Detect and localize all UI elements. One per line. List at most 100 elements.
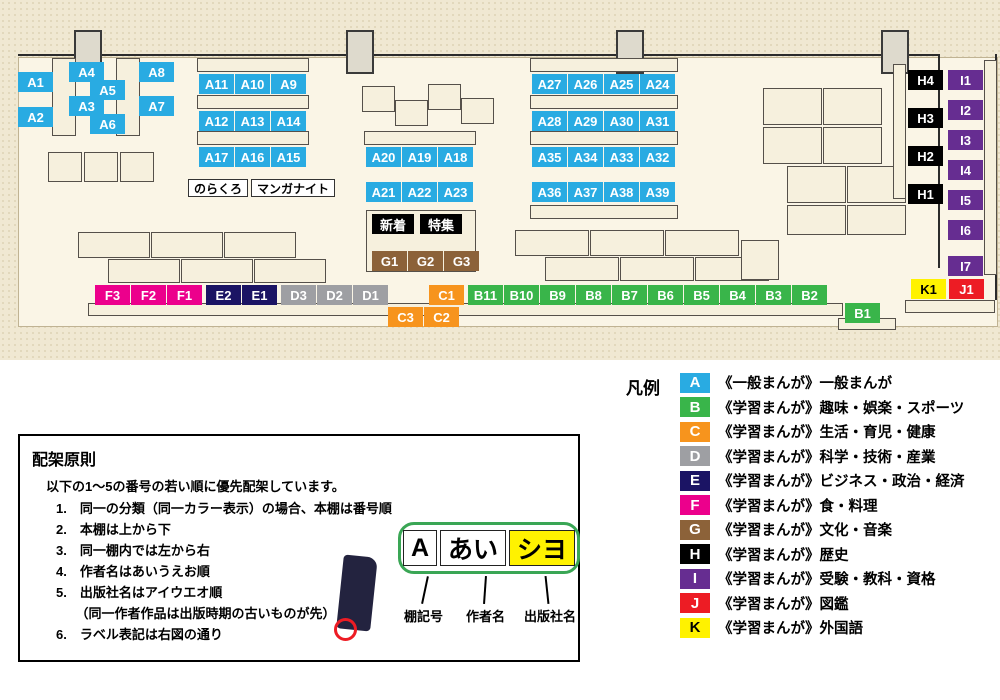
shelf-label: I3 xyxy=(948,130,983,150)
shelf-label: A11 xyxy=(199,74,234,94)
shelf-label: H4 xyxy=(908,70,943,90)
rule-item: 5. 出版社名はアイウエオ順 xyxy=(56,585,223,600)
shelf-block xyxy=(197,95,309,109)
shelf-block xyxy=(545,257,619,281)
shelf-label: A39 xyxy=(640,182,675,202)
shelving-rules-box: 配架原則 以下の1〜5の番号の若い順に優先配架しています。 1. 同一の分類（同… xyxy=(18,434,580,662)
shelf-label: A35 xyxy=(532,147,567,167)
shelf-block xyxy=(120,152,154,182)
shelf-label: H2 xyxy=(908,146,943,166)
shelf-label: B6 xyxy=(648,285,683,305)
legend-row: C 《学習まんが》生活・育児・健康 xyxy=(680,421,998,442)
legend-row: D 《学習まんが》科学・技術・産業 xyxy=(680,446,998,467)
legend: 凡例 A 《一般まんが》一般まんが B 《学習まんが》趣味・娯楽・スポーツ C … xyxy=(620,368,998,642)
shelf-block xyxy=(823,127,882,164)
shelf-label: A8 xyxy=(139,62,174,82)
legend-row: A 《一般まんが》一般まんが xyxy=(680,372,998,393)
shelf-label: A7 xyxy=(139,96,174,116)
shelf-label: C3 xyxy=(388,307,423,327)
shelf-label: F3 xyxy=(95,285,130,305)
shelf-block xyxy=(362,86,395,112)
caption-publisher: 出版社名 xyxy=(524,609,577,624)
shelf-label: I4 xyxy=(948,160,983,180)
shelf-label: A13 xyxy=(235,111,270,131)
shelf-label: A34 xyxy=(568,147,603,167)
shelf-label: A38 xyxy=(604,182,639,202)
shelf-label: I5 xyxy=(948,190,983,210)
shelf-label: B1 xyxy=(845,303,880,323)
shelf-block xyxy=(224,232,296,258)
label-sample-publisher: シヨ xyxy=(509,530,576,566)
legend-rows: A 《一般まんが》一般まんが B 《学習まんが》趣味・娯楽・スポーツ C 《学習… xyxy=(680,368,998,638)
legend-title: 凡例 xyxy=(626,379,660,398)
legend-key-c: C xyxy=(680,421,710,442)
shelf-label: E2 xyxy=(206,285,241,305)
rule-item: 1. 同一の分類（同一カラー表示）の場合、本棚は番号順 xyxy=(56,501,392,516)
shelf-block xyxy=(905,300,995,313)
legend-key-e: E xyxy=(680,470,710,491)
shelf-label-b1: B1 xyxy=(845,303,880,323)
feature-tags: 新着特集 xyxy=(372,214,462,234)
legend-key-k: K xyxy=(680,617,710,638)
shelf-label: G2 xyxy=(408,251,443,271)
legend-key-h: H xyxy=(680,544,710,564)
legend-key-a: A xyxy=(680,372,710,393)
shelf-block xyxy=(741,240,779,280)
shelf-label: A32 xyxy=(640,147,675,167)
shelf-block xyxy=(763,88,822,125)
shelf-label: A33 xyxy=(604,147,639,167)
shelf-label: B7 xyxy=(612,285,647,305)
shelf-label: K1 xyxy=(911,279,946,299)
legend-row: G 《学習まんが》文化・音楽 xyxy=(680,519,998,540)
shelf-label: B2 xyxy=(792,285,827,305)
shelf-label: C1 xyxy=(429,285,464,305)
shelf-block xyxy=(108,259,180,283)
shelf-label: J1 xyxy=(949,279,984,299)
shelf-label: A23 xyxy=(438,182,473,202)
rule-item: 3. 同一棚内では左から右 xyxy=(56,543,210,558)
shelf-block xyxy=(48,152,82,182)
shelf-label: A30 xyxy=(604,111,639,131)
shelf-label: A9 xyxy=(271,74,306,94)
shelf-block xyxy=(461,98,494,124)
label-sample-author: あい xyxy=(440,530,507,566)
shelf-label: C2 xyxy=(424,307,459,327)
shelf-block xyxy=(665,230,739,256)
shelf-label: A17 xyxy=(199,147,234,167)
legend-key-j: J xyxy=(680,593,710,613)
shelf-block xyxy=(530,58,678,72)
shelf-label: A28 xyxy=(532,111,567,131)
rule-item: 6. ラベル表記は右図の通り xyxy=(56,627,223,642)
legend-label: 《学習まんが》文化・音楽 xyxy=(718,523,892,539)
shelf-block xyxy=(530,131,678,145)
legend-row: J 《学習まんが》図鑑 xyxy=(680,593,998,614)
shelf-label: G3 xyxy=(444,251,479,271)
caption-author: 作者名 xyxy=(466,609,506,624)
shelf-block xyxy=(254,259,326,283)
rule-item: 4. 作者名はあいうえお順 xyxy=(56,564,210,579)
shelf-block xyxy=(84,152,118,182)
shelf-block xyxy=(984,60,997,275)
legend-key-g: G xyxy=(680,519,710,540)
legend-key-d: D xyxy=(680,446,710,466)
shelf-label: A22 xyxy=(402,182,437,202)
shelf-label: E1 xyxy=(242,285,277,305)
shelf-label: A25 xyxy=(604,74,639,94)
shelf-block xyxy=(763,127,822,164)
shelf-label: B10 xyxy=(504,285,539,305)
caption-connector xyxy=(421,576,429,604)
shelf-label: A2 xyxy=(18,107,53,127)
legend-label: 《学習まんが》生活・育児・健康 xyxy=(718,425,936,441)
